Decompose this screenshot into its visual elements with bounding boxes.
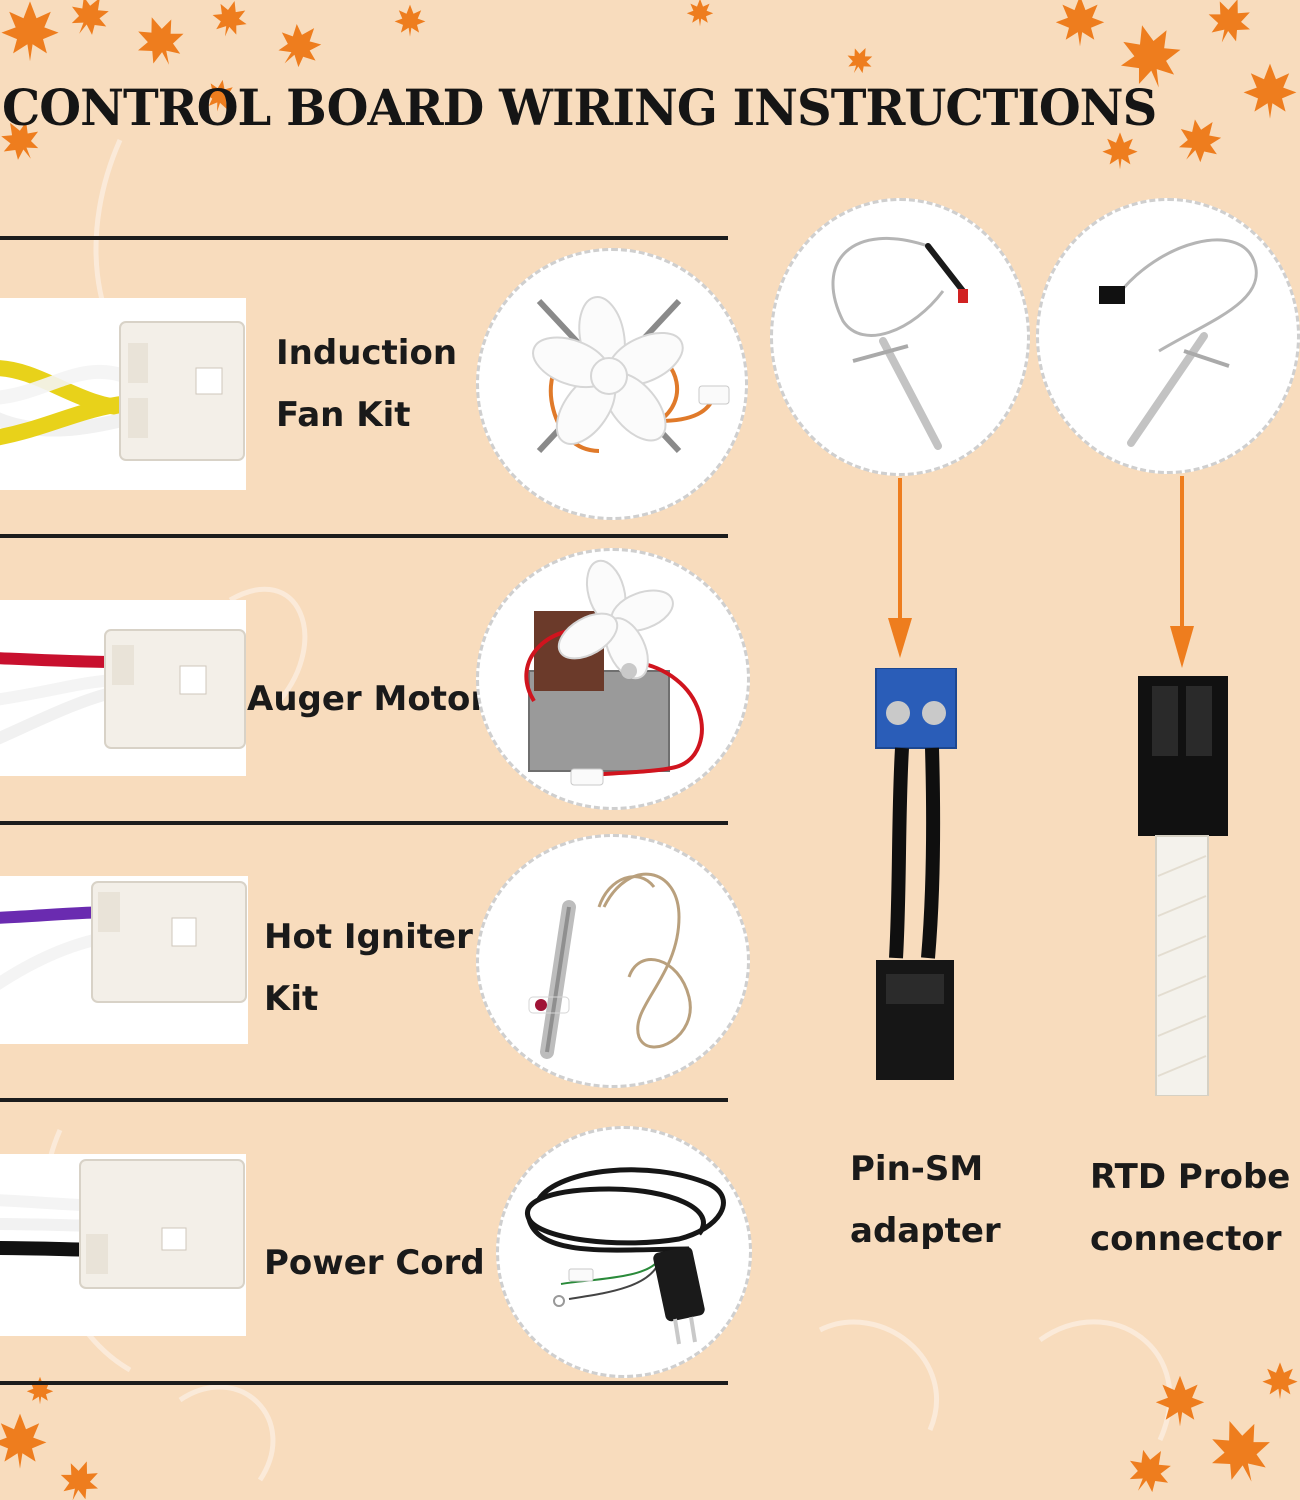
probe-label-pin-sm-adapter: Pin-SM adapter: [850, 1138, 1001, 1262]
igniter-connector-photo: [0, 876, 248, 1044]
part-label-line2: Kit: [264, 979, 319, 1019]
rtd-probe-connector-photo: [1138, 676, 1228, 1096]
power-cord-photo: [496, 1126, 752, 1378]
auger-connector-photo: [0, 600, 246, 776]
row-divider: [0, 1098, 728, 1102]
arrow-down-icon: [888, 478, 912, 658]
part-label-induction-fan-kit: Induction Fan Kit: [276, 322, 457, 446]
part-label-hot-igniter-kit: Hot Igniter Kit: [264, 906, 473, 1030]
power-connector-photo: [0, 1154, 246, 1336]
hot-igniter-kit-photo: [476, 834, 750, 1088]
part-label-auger-motor: Auger Motor: [247, 668, 487, 730]
part-label-line1: Auger Motor: [247, 679, 488, 719]
probe-label-line2: adapter: [850, 1211, 1001, 1251]
probe-label-rtd-probe-connector: RTD Probe connector: [1090, 1146, 1290, 1270]
arrow-down-icon: [1170, 476, 1194, 668]
pin-sm-probe-photo: [770, 198, 1030, 476]
probe-label-line2: connector: [1090, 1219, 1282, 1259]
part-label-line2: Fan Kit: [276, 395, 411, 435]
part-label-line1: Hot Igniter: [264, 917, 473, 957]
probe-label-line1: Pin-SM: [850, 1149, 984, 1189]
row-divider: [0, 236, 728, 240]
page-title: CONTROL BOARD WIRING INSTRUCTIONS: [2, 78, 1157, 137]
auger-motor-photo: [476, 548, 750, 810]
row-divider: [0, 534, 728, 538]
induction-fan-kit-photo: [476, 248, 748, 520]
rtd-probe-photo: [1036, 198, 1300, 474]
row-divider: [0, 1381, 728, 1385]
fan-connector-photo: [0, 298, 246, 490]
part-label-power-cord: Power Cord: [264, 1232, 485, 1294]
pin-sm-adapter-photo: [875, 668, 957, 1080]
row-divider: [0, 821, 728, 825]
part-label-line1: Induction: [276, 333, 458, 373]
part-label-line1: Power Cord: [264, 1243, 485, 1283]
probe-label-line1: RTD Probe: [1090, 1157, 1291, 1197]
